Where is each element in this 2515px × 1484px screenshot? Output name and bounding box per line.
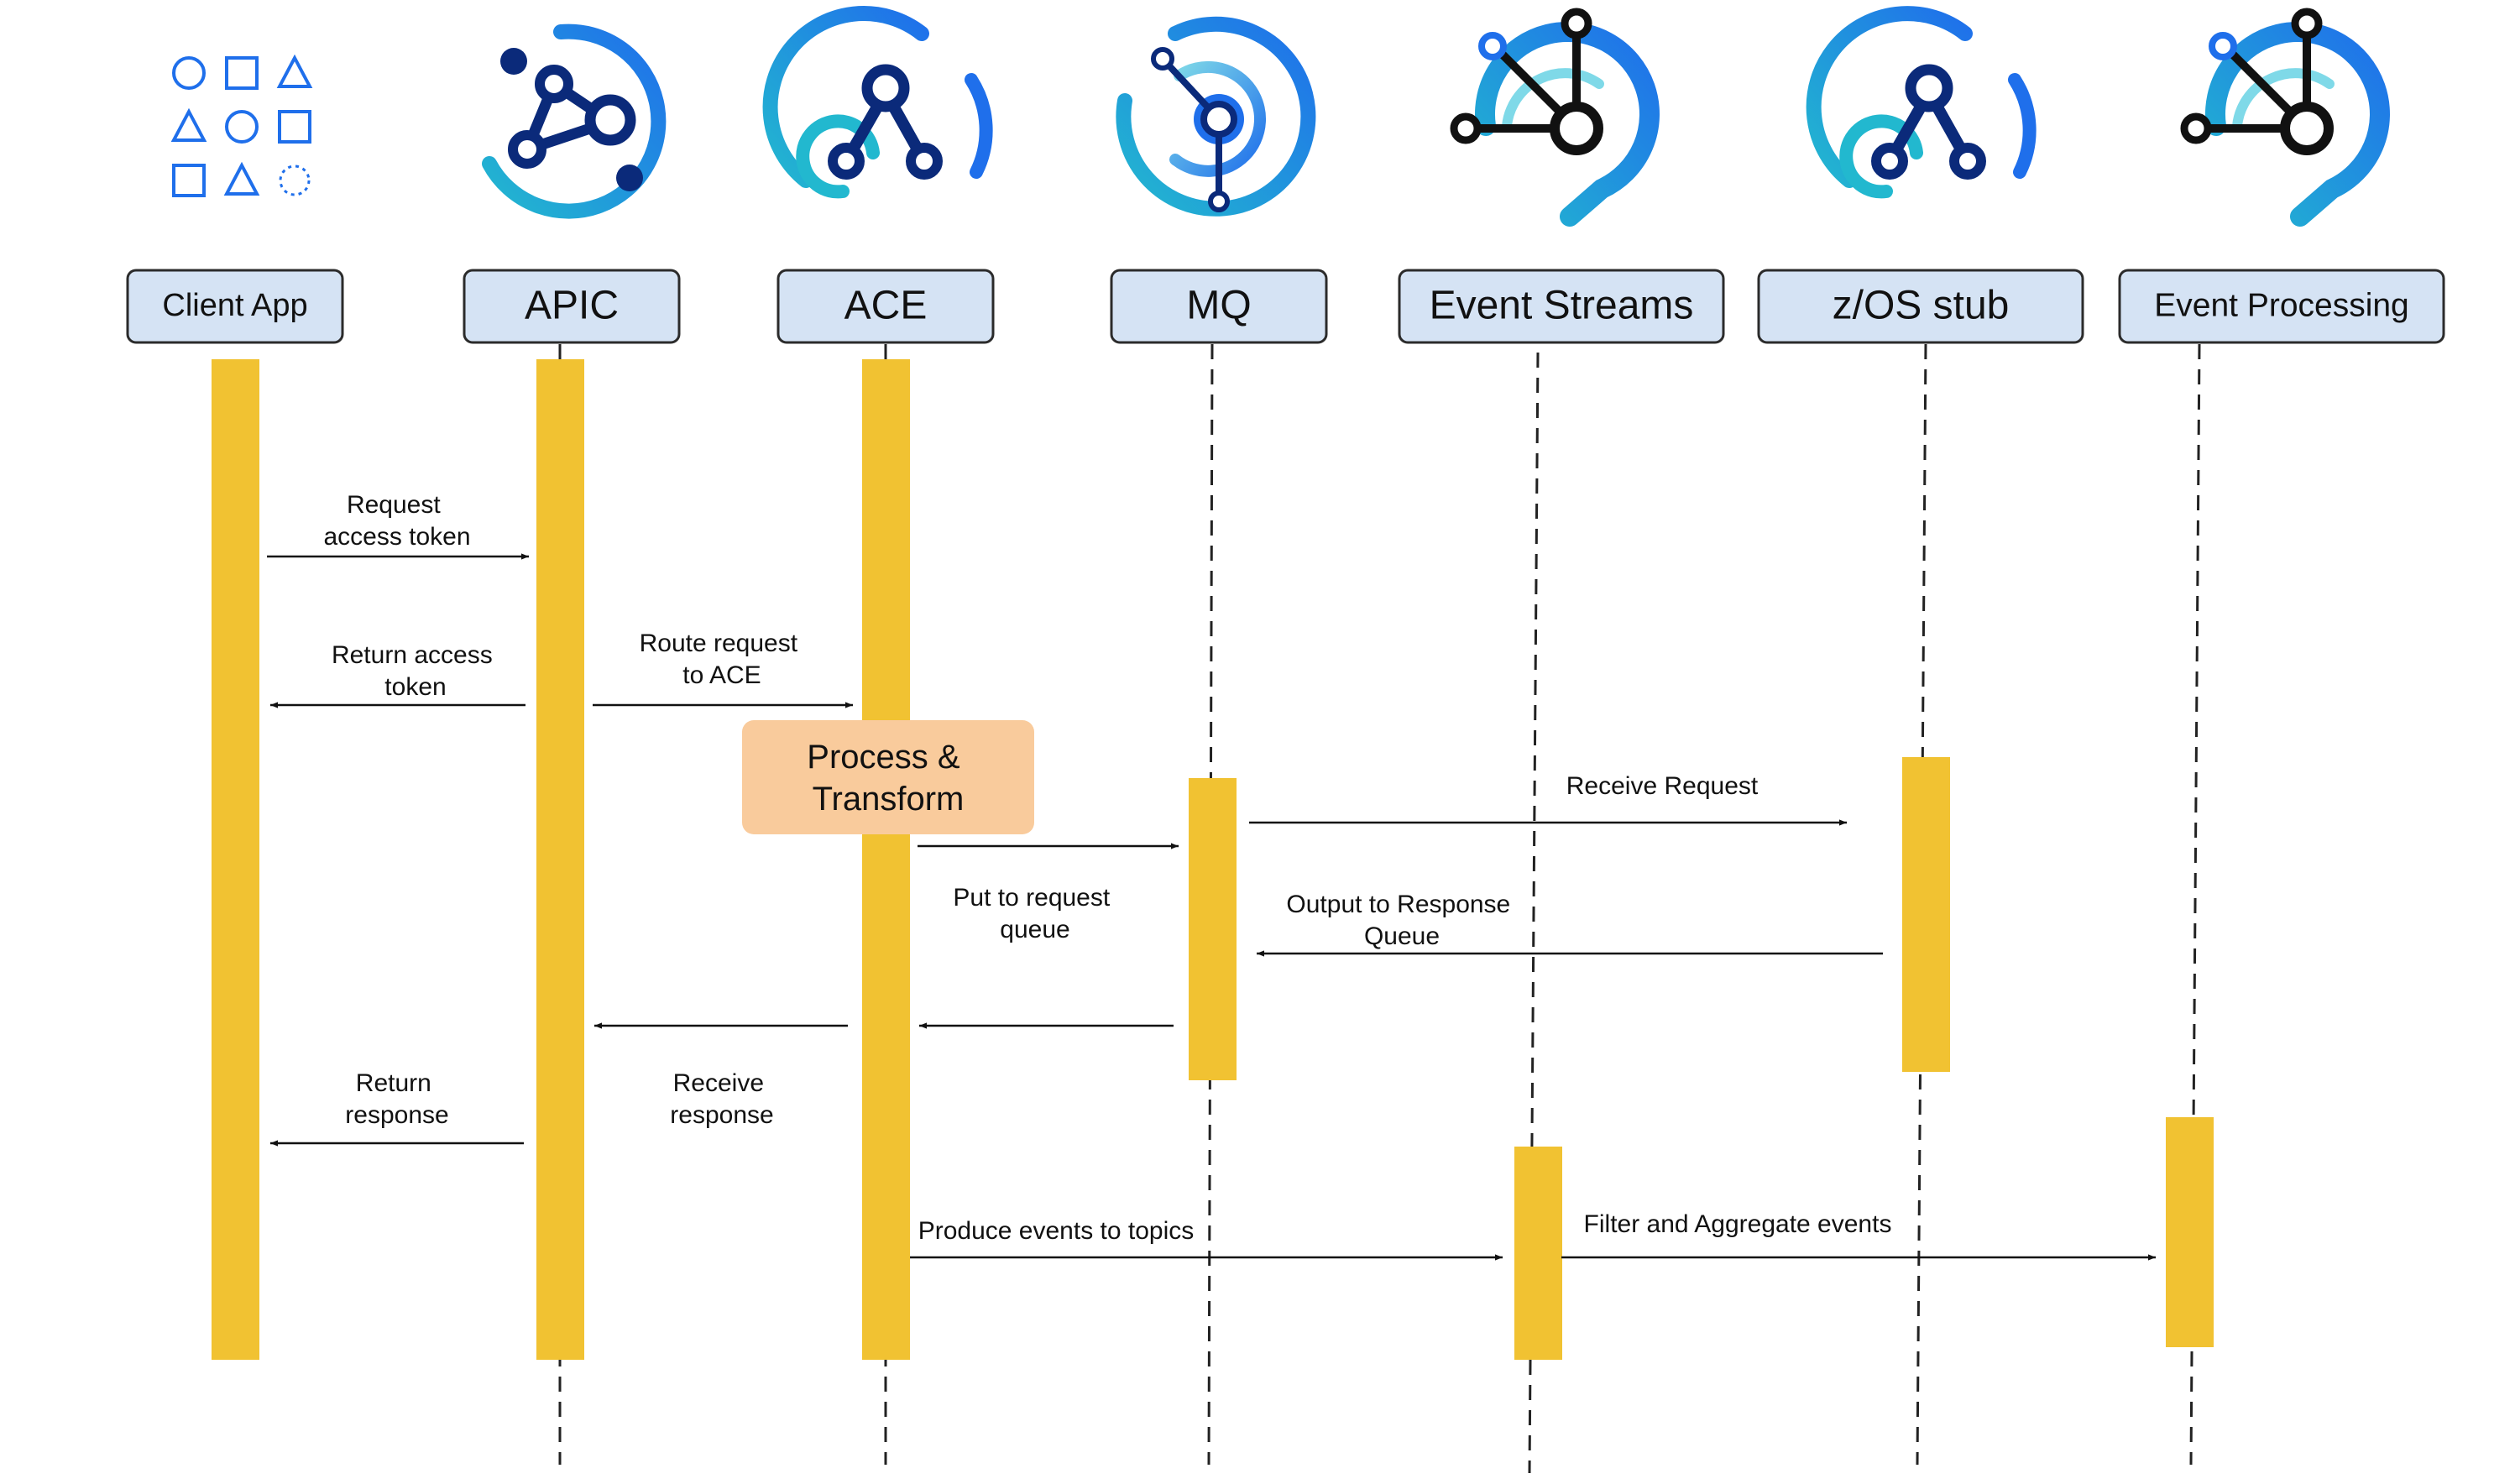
- participant-label-ace: ACE: [844, 284, 928, 328]
- message-label-put-request-queue: Put to request queue: [953, 884, 1116, 943]
- message-label-receive-request: Receive Request: [1566, 772, 1759, 800]
- activation-apic: [536, 359, 584, 1360]
- message-label-route-request: Route request to ACE: [640, 630, 805, 689]
- participant-label-event-processing: Event Processing: [2154, 287, 2409, 323]
- participant-apic: APIC: [463, 269, 681, 344]
- event-streams-icon: [1450, 8, 1660, 227]
- activation-zos-stub: [1902, 757, 1950, 1072]
- api-connect-icon: [482, 24, 667, 219]
- mq-icon: [1116, 16, 1316, 217]
- app-connect-icon: [762, 6, 993, 199]
- activation-event-processing: [2166, 1117, 2214, 1347]
- participant-ace: ACE: [776, 269, 995, 344]
- participant-event-processing: Event Processing: [2118, 269, 2445, 344]
- message-label-receive-response: Receive response: [670, 1069, 773, 1129]
- message-label-request-access-token: Request access token: [323, 491, 470, 551]
- svg-text:Process & Transform: Process & Transform: [807, 739, 969, 818]
- participant-label-client: Client App: [162, 288, 307, 323]
- process-transform-note: Process & Transform: [742, 720, 1034, 834]
- message-label-return-access-token: Return access token: [332, 641, 499, 701]
- activation-client: [212, 359, 259, 1360]
- activation-event-streams: [1514, 1147, 1562, 1360]
- participant-label-zos-stub: z/OS stub: [1833, 284, 2010, 328]
- activation-ace: [862, 359, 910, 1360]
- activation-mq: [1189, 778, 1237, 1080]
- message-label-filter-aggregate: Filter and Aggregate events: [1584, 1210, 1892, 1238]
- participant-label-mq: MQ: [1186, 284, 1251, 328]
- participant-label-event-streams: Event Streams: [1430, 284, 1694, 328]
- event-streams-icon: [2180, 8, 2390, 227]
- participant-event-streams: Event Streams: [1398, 269, 1725, 344]
- participant-zos-stub: z/OS stub: [1757, 269, 2084, 344]
- participant-mq: MQ: [1110, 269, 1328, 344]
- app-connect-icon: [1806, 6, 2037, 199]
- shapes-icon: [170, 54, 313, 197]
- message-label-output-response: Output to Response Queue: [1286, 891, 1517, 950]
- message-label-produce-events: Produce events to topics: [918, 1217, 1195, 1245]
- message-label-return-response: Return response: [345, 1069, 448, 1129]
- participant-client: Client App: [126, 269, 344, 344]
- participant-label-apic: APIC: [525, 284, 619, 328]
